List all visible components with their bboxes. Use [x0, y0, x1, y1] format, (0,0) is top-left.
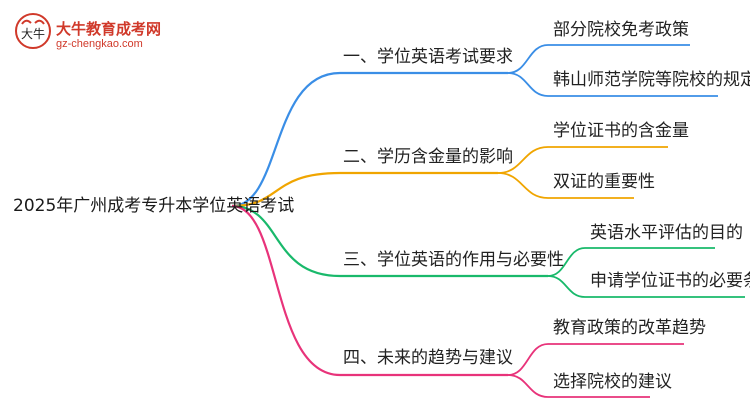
leaf-2-1: 学位证书的含金量: [553, 121, 689, 141]
connector-root-branch-4: [231, 204, 341, 377]
connector-root-branch-1: [231, 71, 341, 208]
logo-mark-text: 大牛: [21, 26, 45, 41]
logo-title: 大牛教育成考网: [56, 20, 162, 38]
connector-branch-4-leaf-1: [507, 343, 684, 376]
connector-branch-3-leaf-1: [547, 247, 715, 277]
branch-4-label: 四、未来的趋势与建议: [343, 348, 513, 368]
bull-logo-icon: 大牛: [15, 13, 51, 49]
connector-branch-4-leaf-2: [507, 374, 650, 398]
leaf-4-1: 教育政策的改革趋势: [553, 318, 706, 338]
branch-3-label: 三、学位英语的作用与必要性: [343, 250, 564, 270]
connector-branch-1-leaf-2: [507, 72, 718, 97]
leaf-3-1: 英语水平评估的目的: [590, 223, 743, 243]
connector-branch-2-leaf-1: [497, 146, 668, 174]
branch-2-label: 二、学历含金量的影响: [343, 147, 513, 167]
leaf-1-1: 部分院校免考政策: [553, 20, 689, 40]
leaf-4-2: 选择院校的建议: [553, 372, 672, 392]
site-logo[interactable]: 大牛 大牛教育成考网 gz-chengkao.com: [14, 8, 174, 56]
connector-root-branch-2: [231, 171, 341, 208]
leaf-1-2: 韩山师范学院等院校的规定: [553, 70, 750, 90]
branch-1-label: 一、学位英语考试要求: [343, 47, 513, 67]
logo-url: gz-chengkao.com: [56, 38, 143, 50]
leaf-3-2: 申请学位证书的必要条件: [590, 271, 750, 291]
root-topic: 2025年广州成考专升本学位英语考试: [13, 196, 295, 216]
connector-root-branch-3: [231, 204, 341, 278]
connector-branch-1-leaf-1: [507, 44, 690, 74]
connector-branch-2-leaf-2: [497, 172, 634, 199]
leaf-2-2: 双证的重要性: [553, 172, 655, 192]
connector-branch-3-leaf-2: [547, 275, 745, 298]
